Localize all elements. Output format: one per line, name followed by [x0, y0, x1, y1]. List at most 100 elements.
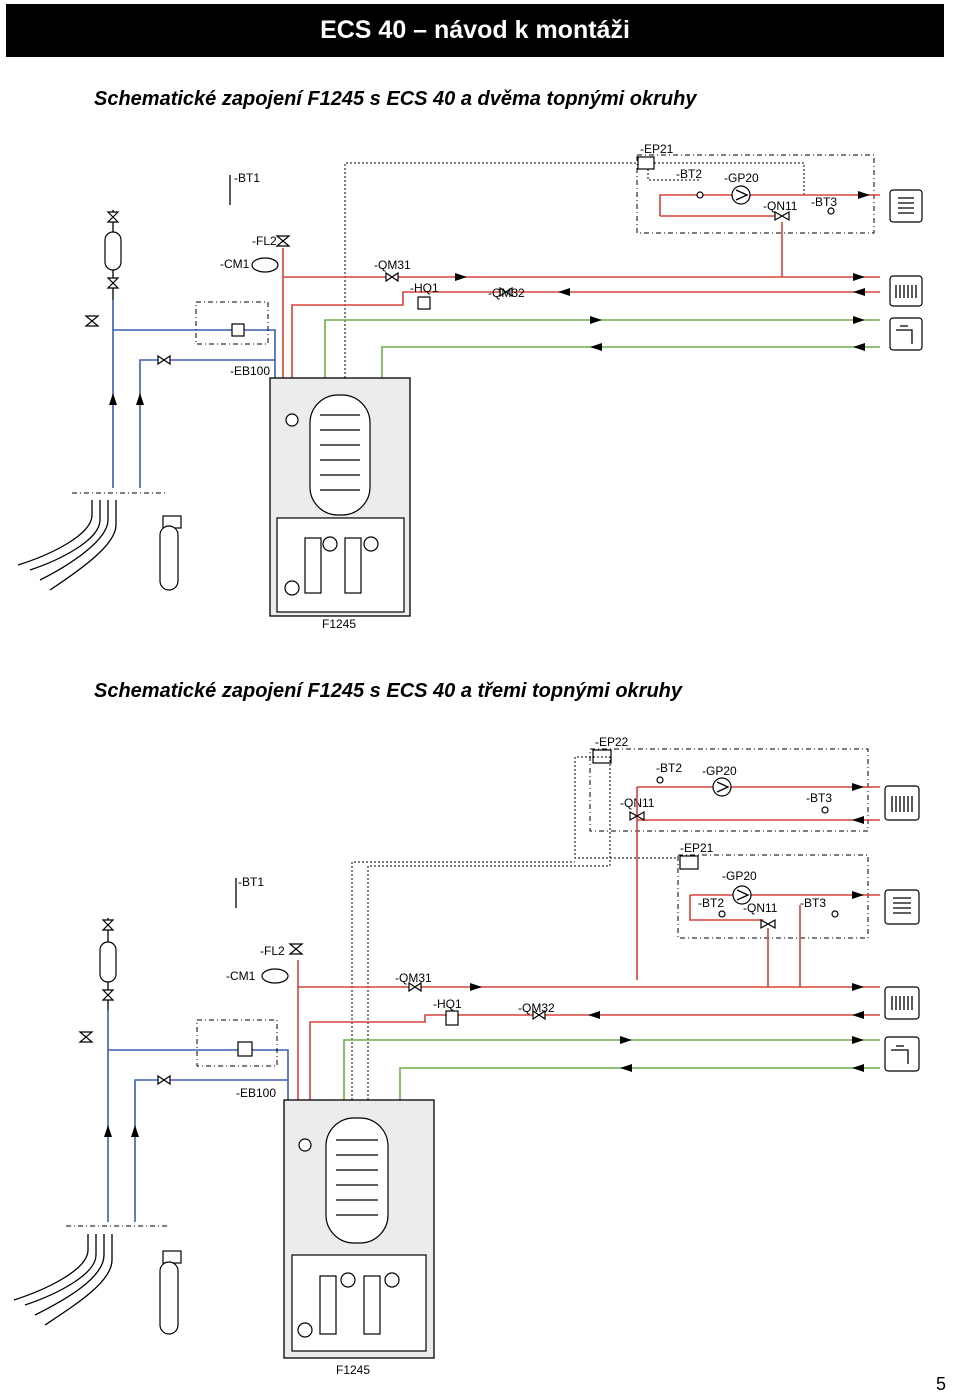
tap-icon: [896, 325, 913, 344]
borehole-icon-2: [159, 1261, 179, 1335]
bt3-label: -BT3: [811, 195, 837, 209]
filling-kit-filter-icon: [231, 323, 245, 337]
return-arrow-2b: [852, 1011, 864, 1019]
hot-water-pipe-2a: [343, 1039, 880, 1110]
hw-arrow-2b: [852, 1064, 864, 1072]
vessel-valve-icon: [106, 211, 120, 223]
exchanger-2-icon: [344, 537, 362, 594]
supply-arrow-2b: [852, 983, 864, 991]
f1245-label: F1245: [322, 617, 356, 631]
page-title: ECS 40 – návod k montáži: [320, 16, 630, 44]
ep22-bt3-label: -BT3: [806, 791, 832, 805]
heater-coil-2: [336, 1139, 378, 1216]
exchanger-2-icon-2: [363, 1275, 381, 1335]
compressor-icon: [322, 536, 338, 552]
supply-arrow-2a: [470, 983, 482, 991]
floor-heating-coil-2: [893, 897, 911, 914]
hq1-filter-icon-2: [445, 1010, 459, 1026]
qm31-valve-icon-2: [408, 981, 422, 993]
hw-arrow-2c: [620, 1036, 632, 1044]
floor-heating-icon-2: [884, 889, 920, 925]
hot-water-pipe-2: [381, 346, 880, 378]
hw-pump-icon-2: [384, 1272, 400, 1288]
tap-icon-box: [889, 317, 923, 351]
f1245-water-heater: [309, 394, 371, 516]
hq1-label: -HQ1: [410, 281, 439, 295]
qm32-label: -QM32: [488, 286, 525, 300]
brine-pipe-2b: [108, 1049, 289, 1110]
ep21-flow-arrow: [858, 191, 870, 199]
return-arrow-2a: [588, 1011, 600, 1019]
expansion-vessel-icon-2: [99, 941, 117, 983]
brine-arrow-1: [109, 393, 117, 405]
hw-arrow-1: [853, 316, 865, 324]
page-number: 5: [935, 1374, 946, 1394]
hw-arrow-2a: [852, 1036, 864, 1044]
ep21-label: -EP21: [640, 142, 674, 156]
hw-arrow-3: [590, 316, 602, 324]
ep21-bt3-label-2: -BT3: [800, 896, 826, 910]
tap-icon-2: [891, 1045, 909, 1064]
hq1-filter-icon: [417, 296, 431, 310]
ep22-radiator-icon: [891, 796, 913, 812]
ep21-arrow-2: [852, 891, 864, 899]
diagram-1: -EP21 -BT2 -GP20 -QN11 -BT3 -QM31 -HQ1 -…: [17, 142, 923, 631]
bt2-sensor-icon: [696, 191, 704, 199]
header-bar: ECS 40 – návod k montáži: [6, 4, 944, 57]
f1245-water-heater-2: [325, 1117, 389, 1244]
gp20-label: -GP20: [724, 171, 759, 185]
immersion-heater-icon: [285, 413, 299, 427]
ep22-bt2-sensor-icon: [656, 776, 664, 784]
hw-arrow-2d: [620, 1064, 632, 1072]
ep21-control-icon: [637, 156, 655, 170]
ep21-bt3-sensor-icon-2: [831, 910, 839, 918]
hq1-label-2: -HQ1: [433, 997, 462, 1011]
brine-valve-icon-2: [78, 1031, 94, 1043]
bt2-sensor-line: [647, 169, 700, 181]
ep22-arrow-1: [852, 783, 864, 791]
radiator-icon: [895, 285, 917, 298]
ground-collector-icon-2: [13, 1234, 113, 1326]
bt3-sensor-icon: [827, 207, 835, 215]
brine-valve-2-icon-2: [157, 1074, 171, 1086]
vessel-valve-2-icon: [106, 277, 120, 289]
cm1-label-2: -CM1: [226, 969, 256, 983]
cm1-vessel-icon: [251, 257, 279, 273]
eb100-label-2: -EB100: [236, 1086, 276, 1100]
ep21-box: [636, 154, 875, 234]
ep22-gp20-pump-arrow: [716, 781, 730, 793]
ep21-qn11-valve-icon-2: [760, 918, 776, 930]
eb100-label: -EB100: [230, 364, 270, 378]
ep21-control-icon-2: [679, 855, 699, 870]
bt1-label: -BT1: [234, 171, 260, 185]
f1245-label-2: F1245: [336, 1363, 370, 1377]
floor-heating-coil: [898, 197, 914, 214]
qm31-label-2: -QM31: [395, 971, 432, 985]
radiator-icon-2: [891, 996, 913, 1010]
ep22-qn11-valve-icon: [629, 810, 645, 822]
fl2-valve-icon: [275, 235, 291, 247]
f1245-cooling-module: [276, 517, 405, 613]
ep22-control-cable: [574, 756, 678, 859]
diagram-2-caption: Schematické zapojení F1245 s ECS 40 a tř…: [94, 680, 682, 702]
supply-pipe-main: [282, 248, 880, 390]
ep21-bt2-label-2: -BT2: [698, 896, 724, 910]
qm32-valve-icon: [499, 286, 513, 298]
vessel-valve-2-icon-2: [101, 989, 115, 1001]
radiator-icon-box: [889, 275, 923, 307]
fl2-valve-icon-2: [288, 943, 304, 955]
exchanger-1-icon-2: [319, 1275, 337, 1335]
bt2-label: -BT2: [676, 167, 702, 181]
brine-arrow-2b: [131, 1125, 139, 1137]
hot-water-pipe-1: [324, 319, 880, 378]
gp20-pump-arrow: [735, 189, 749, 201]
filling-kit-filter-icon-2: [237, 1041, 253, 1057]
hw-arrow-2: [853, 343, 865, 351]
brine-pipe-3: [139, 359, 275, 488]
hw-pump-icon: [363, 536, 379, 552]
control-cable-2: [351, 861, 575, 1100]
ep22-gp20-label: -GP20: [702, 764, 737, 778]
immersion-heater-icon-2: [298, 1138, 312, 1152]
supply-pipe-main-2: [297, 960, 880, 1110]
fl2-label: -FL2: [252, 234, 277, 248]
